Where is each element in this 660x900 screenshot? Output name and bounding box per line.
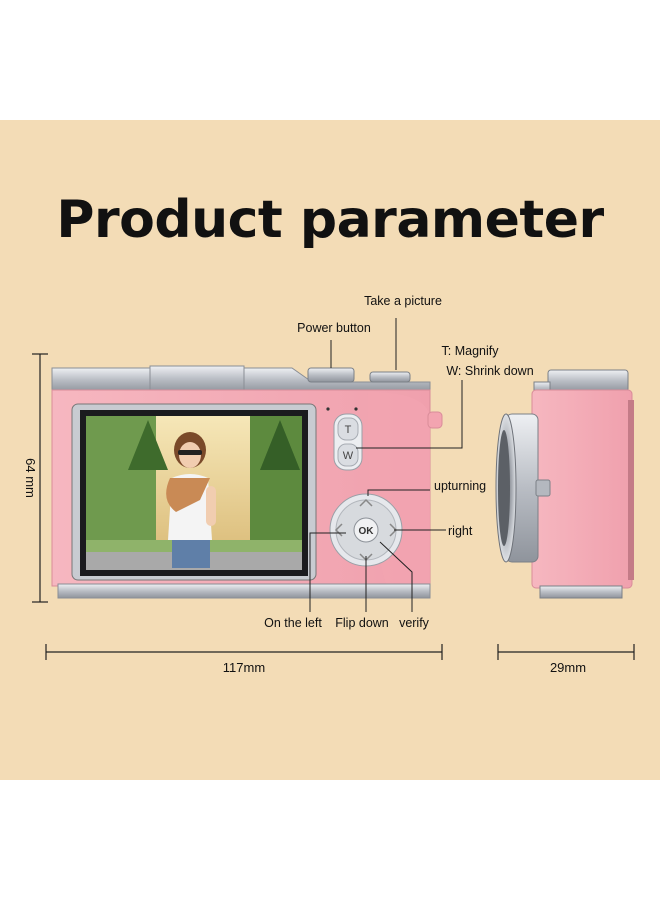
chevron-left-icon[interactable] xyxy=(334,523,343,537)
power-dial xyxy=(307,367,355,383)
zoom-t-label: T xyxy=(345,424,352,436)
camera-front: T W OK xyxy=(51,365,443,599)
dimension-height: 64 mm xyxy=(23,353,48,603)
screen-photo xyxy=(86,416,302,570)
camera-side xyxy=(495,369,634,599)
dimension-height-label: 64 mm xyxy=(23,458,38,498)
ok-button[interactable] xyxy=(353,517,379,543)
lens xyxy=(495,413,551,563)
label-right: right xyxy=(448,524,473,538)
label-flip-down: Flip down xyxy=(335,616,389,630)
label-t-magnify: T: Magnify xyxy=(442,344,500,358)
label-on-the-left: On the left xyxy=(264,616,322,630)
ok-label: OK xyxy=(359,526,375,537)
zoom-rocker[interactable]: T W xyxy=(333,413,363,471)
chevron-up-icon[interactable] xyxy=(359,498,373,507)
d-pad[interactable]: OK xyxy=(329,493,403,567)
label-w-shrink: W: Shrink down xyxy=(446,364,533,378)
dimension-width-label: 117mm xyxy=(223,660,265,675)
dimension-depth: 29mm xyxy=(497,644,635,675)
zoom-w-label: W xyxy=(343,450,354,462)
callout-lines xyxy=(309,318,463,612)
label-verify: verify xyxy=(399,616,430,630)
label-upturning: upturning xyxy=(434,479,486,493)
dimension-width: 117mm xyxy=(45,644,443,675)
label-take-picture: Take a picture xyxy=(364,294,442,308)
shutter-button xyxy=(369,371,411,383)
dimension-depth-label: 29mm xyxy=(550,660,586,675)
label-power-button: Power button xyxy=(297,321,371,335)
strap-loop xyxy=(427,411,443,429)
page-title: Product parameter xyxy=(56,190,604,250)
